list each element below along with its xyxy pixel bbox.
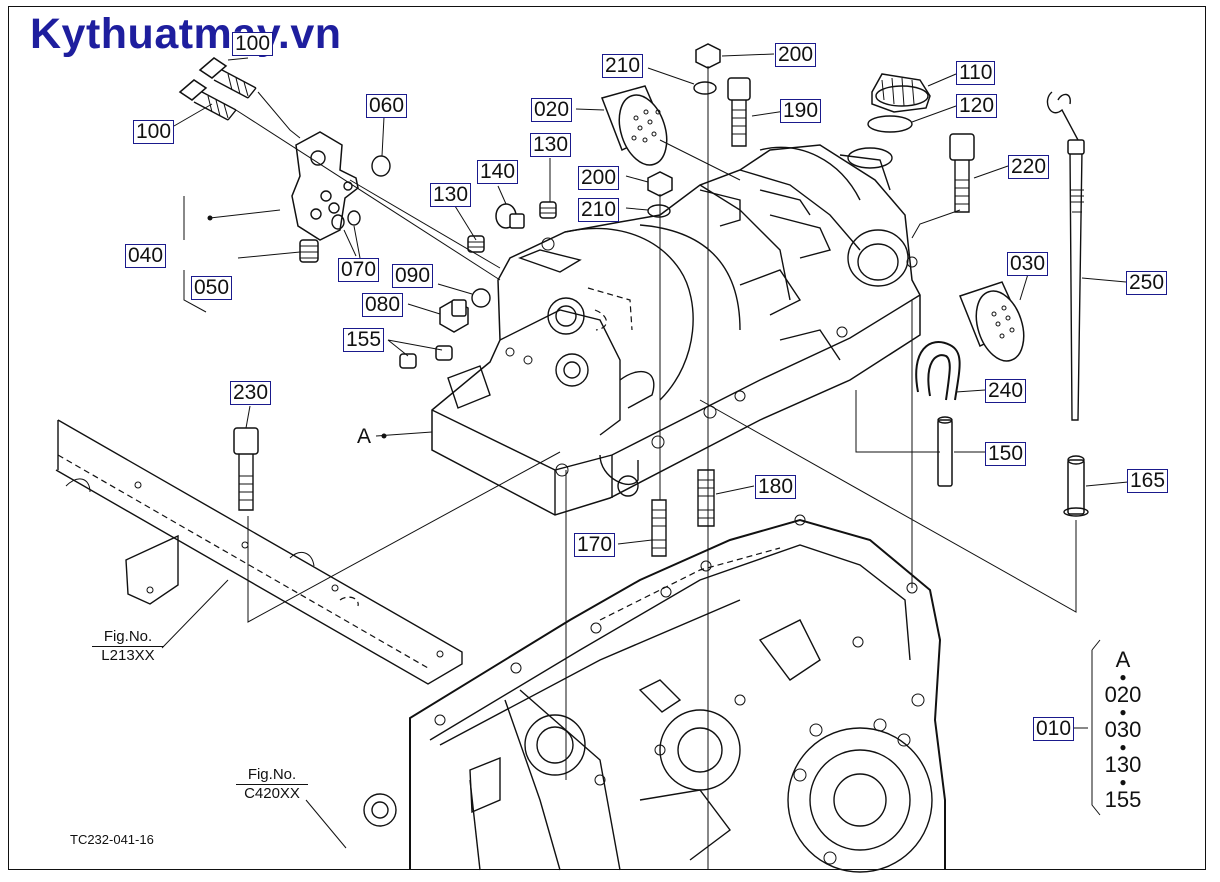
part-label-180: 180 [755,475,797,499]
part-label-210-middle: 210 [578,198,620,222]
plug-130-left [467,235,485,253]
kit-item: 130 [1104,752,1142,777]
bolt-100-upper [198,57,257,99]
plug-130-right [539,201,557,219]
washer-210-middle [647,204,671,218]
kit-item: 155 [1104,787,1142,812]
drawing-frame [8,6,1206,870]
bolt-230 [233,427,259,511]
part-label-100-upper: 100 [232,32,274,56]
plug-080 [439,299,469,333]
part-label-190: 190 [780,99,822,123]
kit-component-list: A ● 020 ● 030 ● 130 ● 155 [1100,648,1146,812]
nut-200-upper [695,43,721,69]
part-label-210-upper: 210 [602,54,644,78]
part-label-060: 060 [366,94,408,118]
part-label-140: 140 [477,160,519,184]
part-label-080: 080 [362,293,404,317]
frame-rail [55,419,463,685]
plugs-155 [399,345,453,369]
part-label-200-middle: 200 [578,166,620,190]
fig-ref-transmission-caption: Fig.No. [247,766,297,783]
fig-ref-transmission: Fig.No. C420XX [236,766,308,803]
part-label-110: 110 [956,61,996,85]
plug-050 [299,239,319,263]
assembly-marker: A [357,425,372,448]
washer-090 [471,288,491,308]
fig-ref-frame: Fig.No. L213XX [92,628,164,665]
part-label-090: 090 [392,264,434,288]
fig-ref-frame-number: L213XX [92,646,164,665]
leader-lines [161,53,1129,870]
part-label-250: 250 [1126,271,1168,295]
bolt-190 [727,77,751,147]
bracket-040 [291,131,359,241]
fig-ref-frame-caption: Fig.No. [103,628,153,645]
washer-210-upper [693,81,717,95]
part-label-220: 220 [1008,155,1050,179]
site-logo: Kythuatmay.vn [30,10,342,58]
stud-170 [651,499,667,557]
o-ring-120 [867,115,913,133]
part-label-070: 070 [338,258,380,282]
part-label-155: 155 [343,328,385,352]
part-label-120: 120 [956,94,998,118]
kit-item: 030 [1104,717,1142,742]
part-label-030: 030 [1007,252,1049,276]
kit-header: A [1115,647,1131,672]
dipstick-250 [1046,91,1085,421]
nut-200-middle [647,171,673,197]
bolt-220 [949,133,975,213]
tube-165 [1063,455,1089,517]
hose-240 [915,341,961,401]
part-label-040: 040 [125,244,167,268]
transmission-case [363,514,946,873]
bolt-100-lower [178,79,237,121]
pipe-150 [937,416,953,487]
part-label-170: 170 [574,533,616,557]
part-label-130-left: 130 [430,183,472,207]
part-label-020: 020 [531,98,573,122]
part-label-050: 050 [191,276,233,300]
part-label-130-right: 130 [530,133,572,157]
part-label-100-lower: 100 [133,120,175,144]
part-label-010: 010 [1033,717,1075,741]
part-label-165: 165 [1127,469,1169,493]
hydraulic-lift-cover [431,144,921,516]
filter-020 [601,85,668,166]
kit-item: 020 [1104,682,1142,707]
part-label-150: 150 [985,442,1027,466]
stud-180 [697,469,715,527]
breather-140 [495,203,525,229]
fig-ref-transmission-number: C420XX [236,784,308,803]
filter-030 [959,281,1025,362]
o-rings-070 [331,210,361,230]
part-label-200-upper: 200 [775,43,817,67]
part-label-240: 240 [985,379,1027,403]
filler-cap-110 [871,73,931,113]
part-label-230: 230 [230,381,272,405]
o-ring-060 [371,155,391,177]
drawing-code: TC232-041-16 [70,832,154,847]
